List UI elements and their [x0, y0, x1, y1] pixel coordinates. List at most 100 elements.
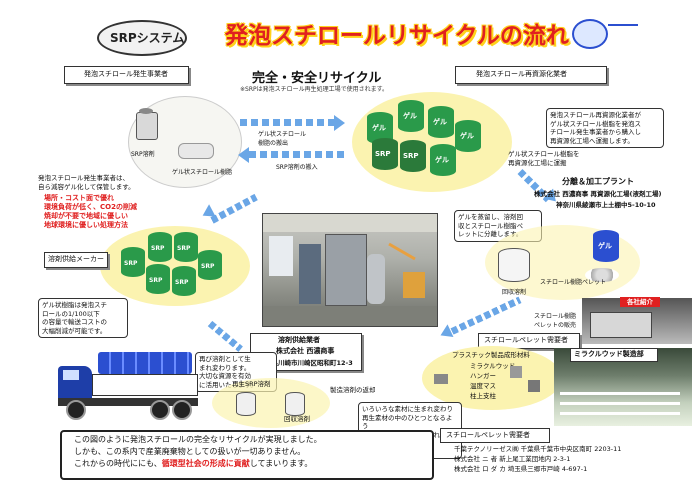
- truck-bed: [92, 374, 198, 396]
- supplier-drum-label-6: SRP: [175, 279, 189, 286]
- factory-roof: [263, 214, 437, 232]
- regen-tank-2: [285, 392, 305, 416]
- truck-window: [63, 370, 79, 380]
- truck-chassis: [58, 398, 198, 406]
- srp-machine-label: SRP溶剤: [131, 151, 155, 158]
- supplier-drum-1: [121, 247, 145, 277]
- truck-wheel-2: [150, 400, 170, 420]
- footer-line-3-prefix: これからの時代ににも、: [74, 459, 162, 468]
- process-tank: [498, 248, 530, 282]
- factory-photo: [262, 213, 438, 327]
- arrow-regen-to-supplier: [207, 320, 243, 352]
- resin-blob: [178, 143, 214, 159]
- plant-title: 分離＆加工プラント: [562, 177, 634, 186]
- collector-title: 発泡スチロール再資源化業者: [476, 70, 567, 78]
- arrow-pellet-sell: [450, 296, 522, 335]
- truck-wheel-3: [172, 400, 192, 420]
- product-block-2: [510, 366, 522, 378]
- factory-machine-1: [299, 244, 321, 304]
- supplier-drum-6: [172, 266, 196, 296]
- warehouse-shelf: [590, 312, 652, 338]
- drum-gel-3-label: ゲル: [433, 118, 447, 126]
- drum-srp-1: [372, 138, 398, 170]
- supplier-drum-label-2: SRP: [151, 245, 165, 252]
- miraclewood-line-3: [560, 412, 680, 415]
- footer-line-3-suffix: してまいります。: [249, 459, 313, 468]
- regen-tank-1: [236, 392, 256, 416]
- factory-hopper: [403, 272, 425, 298]
- regen-recycled: 再生SRP溶剤: [232, 380, 271, 388]
- generator-title: 発泡スチロール発生事業者: [84, 70, 168, 78]
- miraclewood-line-2: [560, 402, 680, 405]
- photo-label-2: ミラクルウッド製造部: [574, 350, 644, 358]
- plant-address: 神奈川県綾瀬市上土棚中5-10-10: [556, 201, 656, 209]
- pellet-sell-label: スチロール樹脂 ペレットの販売: [534, 313, 577, 329]
- drum-srp-1-label: SRP: [375, 150, 391, 158]
- miraclewood-line-1: [560, 392, 680, 395]
- srp-machine-top: [139, 108, 153, 114]
- pellet-user-item-1: ミラクルウッド: [470, 362, 516, 370]
- company-row-2: 株式会社 ニ 者 新上尾工業団地内 2-3-1: [454, 455, 571, 463]
- pellet-user-title-box: [478, 333, 580, 349]
- photo-label-1: 各社紹介: [627, 298, 653, 306]
- page-title: 発泡スチロールリサイクルの流れ: [225, 23, 569, 49]
- center-subtitle: ※SRPは発泡スチロール再生処理工場で使用されます。: [240, 86, 389, 93]
- pellet-user-title: スチロールペレット需要者: [484, 336, 568, 344]
- srp-machine: [136, 112, 158, 140]
- truck-wheel-1: [66, 400, 86, 420]
- product-block-3: [528, 380, 540, 392]
- drum-srp-2: [400, 140, 426, 172]
- regen-recovered: 回収溶剤: [284, 415, 310, 423]
- pellet-user-item-4: 柱上支柱: [470, 392, 496, 400]
- company-row-3: 株式会社 ロ ダ カ 埼玉県三郷市戸崎 4-697-1: [454, 465, 588, 473]
- footer-line-3-red: 循環型社会の形成に貢献: [161, 459, 250, 468]
- factory-pipe: [388, 242, 416, 261]
- logo-small-text: [608, 24, 638, 36]
- header-badge-label: SRPシステム: [110, 31, 185, 45]
- regen-ellipse: [212, 378, 330, 428]
- supplier-drum-label-3: SRP: [177, 245, 191, 252]
- supplier-drum-3: [174, 232, 198, 262]
- regen-company: 株式会社 西濃商事: [276, 347, 335, 355]
- drum-gel-2: [398, 100, 424, 132]
- product-block-1: [434, 374, 448, 384]
- regen-address: 神奈川県川崎市川崎区昭和町12-3: [252, 359, 353, 367]
- generator-desc: 発泡スチロール発生事業者は、 自ら減容ゲル化して保管します。: [38, 174, 135, 191]
- arrow-to-supplier: [210, 193, 258, 224]
- company-row-1: 千葉テクノリーゼス㈱ 千葉県千葉市中央区南町 2203-11: [454, 445, 622, 453]
- collector-transport: ゲル状スチロール樹脂を 再資源化工場に運搬: [508, 150, 580, 167]
- pellet-pile: [585, 268, 619, 282]
- footer-box: [60, 430, 434, 480]
- arrow-to-generator-label: SRP溶剤の搬入: [276, 164, 318, 171]
- drum-gel-3: [428, 106, 454, 138]
- arrow-to-collector-head: [334, 115, 345, 131]
- supplier-title-box: [44, 252, 108, 268]
- center-title: 完全・安全リサイクル: [252, 71, 382, 86]
- supplier-desc: ゲル状樹脂は発泡スチ ロールの1/100以下 の容量で輸送コストの 大幅削減が可…: [38, 298, 128, 338]
- drum-gel-5: [430, 144, 456, 176]
- photo-label-1-box: [620, 297, 660, 307]
- drum-gel-1-label: ゲル: [372, 124, 386, 132]
- company-table-title: スチロールペレット需要者: [446, 431, 530, 439]
- process-gel-drum-label: ゲル: [598, 242, 612, 250]
- supplier-drum-label-5: SRP: [149, 277, 163, 284]
- collector-title-box: [455, 66, 607, 84]
- pellet-user-item-3: 温度マス: [470, 382, 496, 390]
- drum-gel-5-label: ゲル: [435, 156, 449, 164]
- factory-window-left: [269, 236, 293, 276]
- regen-return: 製造溶剤の返却: [330, 386, 376, 394]
- factory-machine-2: [325, 234, 367, 306]
- arrow-to-collector: [240, 119, 335, 126]
- factory-tank: [367, 254, 385, 304]
- drum-gel-4: [455, 120, 481, 152]
- truck-drums: [98, 352, 192, 374]
- arrow-to-generator-head: [238, 147, 249, 163]
- arrow-to-collector-label: ゲル状スチロール 樹脂の搬出: [258, 131, 307, 147]
- supplier-drum-5: [146, 264, 170, 294]
- regen-title: 溶剤供給業者: [278, 336, 320, 344]
- pellet-user-item-2: ハンガー: [470, 372, 496, 380]
- resin-label: ゲル状スチロール樹脂: [172, 169, 233, 176]
- generator-red-text: 場所・コスト面で優れ 環境負荷が低く、CO2の削減 焼却が不要で地域に優しい 地…: [44, 194, 137, 229]
- supplier-title: 溶剤供給メーカー: [48, 255, 104, 263]
- process-recovered: 回収溶剤: [502, 289, 527, 296]
